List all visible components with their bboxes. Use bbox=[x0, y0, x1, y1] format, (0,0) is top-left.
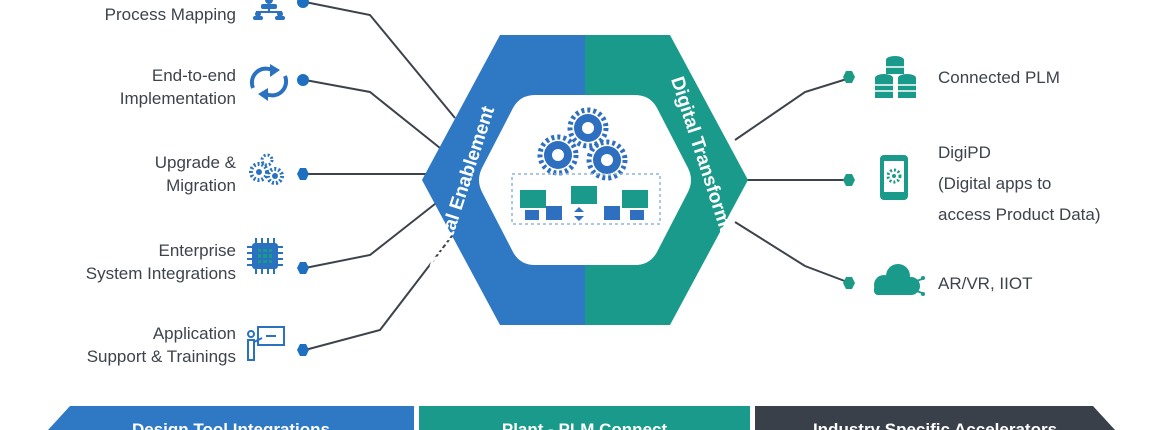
label-upgrade-line1: Upgrade & bbox=[154, 153, 236, 172]
label-arvr: AR/VR, IIOT bbox=[938, 272, 1032, 295]
label-connected-plm: Connected PLM bbox=[938, 66, 1060, 89]
dot-upgrade bbox=[297, 168, 309, 180]
left-connector-dots bbox=[297, 0, 309, 356]
dot-integrations bbox=[297, 262, 309, 274]
label-digipd-line1: DigiPD bbox=[938, 143, 991, 162]
label-connected-plm-line1: Connected PLM bbox=[938, 68, 1060, 87]
dot-support bbox=[297, 344, 309, 356]
hexagon-inner-white bbox=[479, 95, 691, 265]
database-icon bbox=[875, 56, 916, 98]
label-upgrade-line2: Migration bbox=[166, 176, 236, 195]
chip-icon bbox=[247, 238, 283, 274]
connector-connected-plm bbox=[734, 77, 851, 141]
left-icons bbox=[247, 0, 289, 361]
label-digipd-line3: access Product Data) bbox=[938, 205, 1101, 224]
right-connector-dots bbox=[843, 71, 855, 289]
ribbon-industry: Industry Specific Accelerators bbox=[755, 406, 1115, 430]
label-implementation-line1: End-to-end bbox=[151, 66, 236, 85]
central-hexagon: Digital Enablement Digital Transformatio… bbox=[422, 35, 748, 325]
right-connectors bbox=[734, 77, 851, 284]
connector-process-mapping bbox=[304, 1, 456, 119]
dot-process-mapping bbox=[297, 0, 309, 8]
label-implementation-line2: Implementation bbox=[119, 89, 236, 108]
ribbon-industry-label: Industry Specific Accelerators bbox=[812, 420, 1058, 430]
label-process-mapping: Process Mapping bbox=[105, 3, 236, 26]
dot-digipd bbox=[843, 174, 855, 186]
left-connectors bbox=[304, 1, 456, 351]
ribbon-plant-plm-label: Plant - PLM Connect bbox=[501, 420, 668, 430]
connector-implementation bbox=[304, 79, 441, 149]
label-process-mapping-line1: Process Mapping bbox=[104, 5, 236, 24]
dot-implementation bbox=[297, 74, 309, 86]
label-support-line2: Support & Trainings bbox=[86, 347, 236, 366]
mobile-gear-icon bbox=[880, 155, 908, 200]
cloud-icon bbox=[874, 264, 925, 296]
sync-arrows-icon bbox=[249, 64, 289, 101]
connector-arvr bbox=[734, 221, 851, 284]
label-digipd: DigiPD (Digital apps to access Product D… bbox=[938, 137, 1101, 230]
label-integrations-line1: Enterprise bbox=[158, 241, 236, 260]
label-implementation: End-to-end Implementation bbox=[120, 64, 236, 110]
right-icons bbox=[874, 56, 925, 296]
gears-icon bbox=[249, 153, 284, 185]
presentation-icon bbox=[247, 326, 285, 361]
connector-support bbox=[304, 231, 456, 351]
label-integrations-line2: System Integrations bbox=[85, 264, 236, 283]
dot-arvr bbox=[843, 277, 855, 289]
connector-integrations bbox=[304, 199, 441, 269]
ribbon-design-tool-label: Design Tool Integrations bbox=[131, 420, 331, 430]
label-digipd-line2: (Digital apps to bbox=[938, 174, 1052, 193]
org-chart-icon bbox=[253, 0, 285, 20]
ribbon-design-tool: Design Tool Integrations bbox=[48, 406, 414, 430]
label-arvr-line1: AR/VR, IIOT bbox=[938, 274, 1033, 293]
dot-connected-plm bbox=[843, 71, 855, 83]
label-support: Application Support & Trainings bbox=[87, 322, 236, 368]
ribbon-plant-plm: Plant - PLM Connect bbox=[419, 406, 750, 430]
gears-network-icon bbox=[511, 107, 661, 225]
label-upgrade: Upgrade & Migration bbox=[155, 151, 236, 197]
label-support-line1: Application bbox=[152, 324, 236, 343]
label-integrations: Enterprise System Integrations bbox=[86, 239, 236, 285]
